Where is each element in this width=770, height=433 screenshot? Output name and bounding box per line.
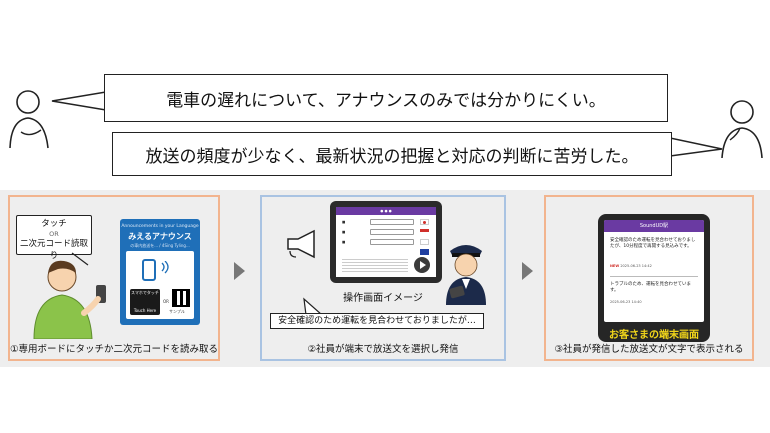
send-play-button[interactable] [414,257,430,273]
board-title: みえるアナウンス [128,232,192,241]
touch-or-scan-bubble: タッチ OR 二次元コード読取り [16,215,92,261]
message-2-time: 2025-06-23 14:40 [610,300,642,304]
passenger-with-phone-illustration [33,252,106,339]
step-2-panel: ● ● ● ■ ■ ■ 操作画面イメージ 安全確認のため運転を見合わせておりまし… [260,195,506,361]
customer-terminal: SoundUD駅 安全確認のため運転を見合わせておりましたが、10分程度で再開す… [598,214,710,342]
phone-icon [142,259,156,281]
complaint-bubble-2: 放送の頻度が少なく、最新状況の把握と対応の判断に苦労した。 [112,132,672,176]
message-2-text: トラブルのため、運転を見合わせています。 [610,282,691,293]
announcement-bubble-tail [303,297,323,315]
or-label: OR [49,230,59,238]
step-3-panel: SoundUD駅 安全確認のため運転を見合わせておりましたが、10分程度で再開す… [544,195,754,361]
customer-terminal-label: お客さまの端末画面 [609,330,699,341]
board-language-label: Announcements in your Language [121,224,199,229]
passenger-right-figure [718,98,764,164]
nfc-touch-area[interactable] [130,289,160,315]
operation-screen-label: 操作画面イメージ [343,293,423,304]
message-divider [610,276,698,277]
complaint-text-1: 電車の遅れについて、アナウンスのみでは分かりにくい。 [166,90,606,111]
flag-jp-icon [420,219,429,225]
select-field-3[interactable] [370,239,414,245]
flow-arrow-1 [234,262,245,280]
complaint-bubble-1: 電車の遅れについて、アナウンスのみでは分かりにくい。 [104,74,668,122]
operator-screen: ● ● ● ■ ■ ■ [336,207,436,277]
announcement-bubble: 安全確認のため運転を見合わせておりましたが… [270,313,484,329]
flag-tw-icon [420,249,429,255]
board-or-label: OR [163,299,169,304]
scan-label: 二次元コード読取り [19,239,88,261]
message-1-time: 2025-06-23 14:42 [620,264,652,268]
staff-operator-illustration [446,245,486,305]
flow-arrow-2 [522,262,533,280]
new-badge: NEW [610,264,620,268]
step-3-caption: ③社員が発信した放送文が文字で表示される [554,344,744,355]
customer-screen: SoundUD駅 安全確認のため運転を見合わせておりましたが、10分程度で再開す… [604,220,704,322]
touch-label: タッチ [41,219,67,229]
message-2-meta: 2025-06-23 14:40 [610,300,642,304]
board-subtitle: の車内放送を... / 4Sing Tyling... [130,243,190,248]
qr-code[interactable] [172,289,190,307]
message-1-meta: NEW 2025-06-23 14:42 [610,264,652,268]
bubble-tail-left [51,91,106,111]
passenger-left-figure [8,88,52,154]
step-1-panel: タッチ OR 二次元コード読取り Announcements in your L… [8,195,220,361]
message-1-text: 安全確認のため運転を見合わせておりましたが、10分程度で再開する見込みです。 [610,238,696,249]
announcement-text: 安全確認のため運転を見合わせておりましたが… [278,316,476,326]
bubble-tail-right [670,137,723,157]
operator-tablet: ● ● ● ■ ■ ■ [330,201,442,283]
sample-label: サンプル [169,309,185,314]
flag-us-icon [420,229,429,235]
complaint-text-2: 放送の頻度が少なく、最新状況の把握と対応の判断に苦労した。 [145,146,639,167]
app-header: SoundUD駅 [604,220,704,232]
step-1-caption: ①専用ボードにタッチか二次元コードを読み取る [10,344,219,355]
select-field-1[interactable] [370,219,414,225]
announcement-text-area [342,259,408,273]
speaker-icon [287,229,315,259]
dedicated-touch-board[interactable]: Announcements in your Language みえるアナウンス … [120,219,200,325]
touch-here-en-label: Touch Here [133,308,157,313]
operator-screen-header: ● ● ● [336,207,436,215]
flag-kr-icon [420,239,429,245]
step-2-caption: ②社員が端末で放送文を選択し発信 [307,344,459,355]
select-field-2[interactable] [370,229,414,235]
touch-here-jp-label: スマホでタッチ [131,290,159,295]
signal-waves-icon [161,261,169,274]
